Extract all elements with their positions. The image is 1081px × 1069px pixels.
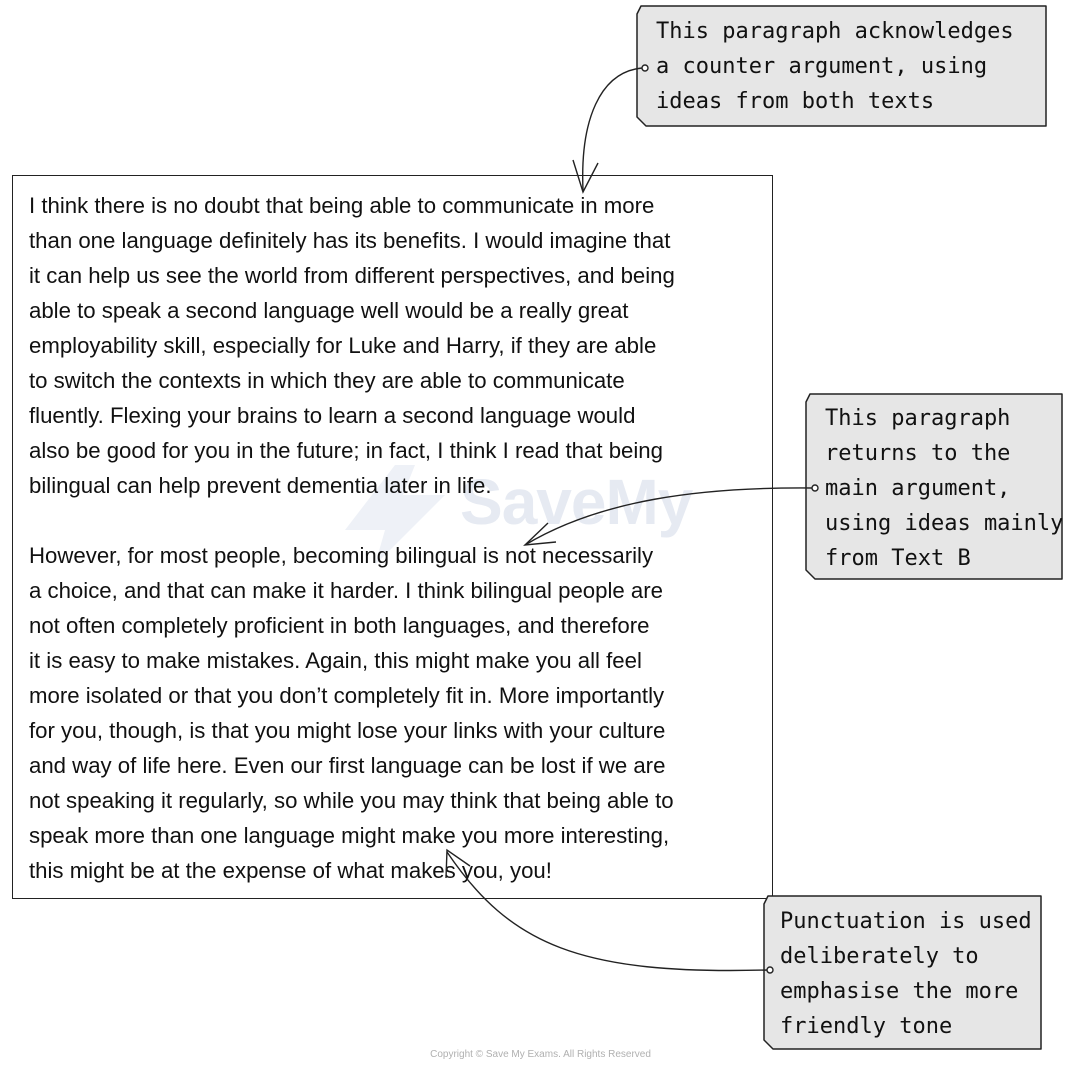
essay-line: bilingual can help prevent dementia late… [29, 473, 492, 498]
annotation-line: ideas from both texts [656, 89, 935, 114]
essay-line: this might be at the expense of what mak… [29, 858, 552, 883]
essay-line: than one language definitely has its ben… [29, 228, 671, 253]
annotation-line: This paragraph acknowledges [656, 19, 1014, 44]
essay-line: more isolated or that you don’t complete… [29, 683, 665, 708]
annotation-line: using ideas mainly [825, 511, 1064, 536]
annotation-line: emphasise the more [780, 979, 1019, 1004]
essay-line: it is easy to make mistakes. Again, this… [29, 648, 642, 673]
essay-text: I think there is no doubt that being abl… [29, 188, 769, 888]
essay-line: able to speak a second language well wou… [29, 298, 629, 323]
annotation-line: friendly tone [780, 1014, 953, 1039]
essay-line: and way of life here. Even our first lan… [29, 753, 666, 778]
essay-line: for you, though, is that you might lose … [29, 718, 666, 743]
essay-line: However, for most people, becoming bilin… [29, 543, 654, 568]
essay-line: I think there is no doubt that being abl… [29, 193, 655, 218]
copyright-notice: Copyright © Save My Exams. All Rights Re… [430, 1049, 651, 1060]
annotation-line: a counter argument, using [656, 54, 988, 79]
annotation-line: Punctuation is used [780, 909, 1032, 934]
annotation-line: returns to the [825, 441, 1011, 466]
arrow-1 [572, 64, 649, 194]
essay-line: not often completely proficient in both … [29, 613, 650, 638]
watermark-logo-icon [345, 465, 445, 565]
essay-line: it can help us see the world from differ… [29, 263, 675, 288]
essay-line: employability skill, especially for Luke… [29, 333, 657, 358]
essay-line: to switch the contexts in which they are… [29, 368, 625, 393]
annotation-line: from Text B [825, 546, 971, 571]
annotation-line: deliberately to [780, 944, 979, 969]
essay-line: fluently. Flexing your brains to learn a… [29, 403, 636, 428]
essay-paragraph-2: However, for most people, becoming bilin… [29, 538, 769, 888]
annotation-text-3: Punctuation is used deliberately to emph… [780, 904, 1032, 1044]
annotation-line: This paragraph [825, 406, 1011, 431]
essay-line: not speaking it regularly, so while you … [29, 788, 674, 813]
essay-line: a choice, and that can make it harder. I… [29, 578, 663, 603]
essay-line: speak more than one language might make … [29, 823, 670, 848]
annotation-text-1: This paragraph acknowledges a counter ar… [656, 14, 1014, 119]
essay-paragraph-1: I think there is no doubt that being abl… [29, 188, 769, 503]
essay-line: also be good for you in the future; in f… [29, 438, 663, 463]
annotation-text-2: This paragraph returns to the main argum… [825, 401, 1063, 576]
annotation-line: main argument, [825, 476, 1011, 501]
